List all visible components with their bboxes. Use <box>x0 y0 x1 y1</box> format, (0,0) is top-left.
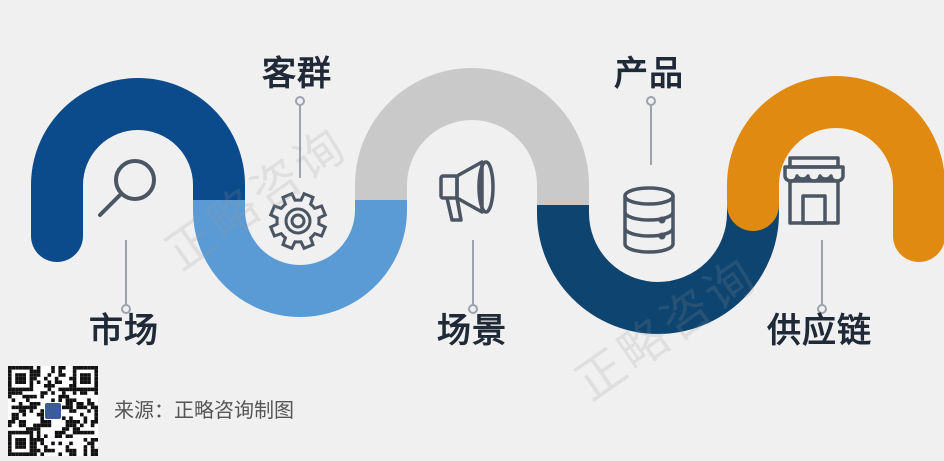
ribbon-product <box>537 205 779 334</box>
store-icon <box>783 156 845 225</box>
connector-market-dot <box>121 304 131 314</box>
connector-pins <box>121 96 827 314</box>
connector-customer-dot <box>295 96 305 106</box>
label-customer: 客群 <box>262 54 332 94</box>
connector-scenario-dot <box>468 304 478 314</box>
connector-supply-dot <box>817 304 827 314</box>
source-caption: 来源：正略咨询制图 <box>114 398 294 422</box>
label-product: 产品 <box>614 54 684 94</box>
magnifier-icon <box>98 159 156 217</box>
ribbon-supply <box>727 76 944 262</box>
megaphone-icon <box>439 160 495 222</box>
gear-icon <box>268 191 328 251</box>
label-market: 市场 <box>89 311 159 351</box>
ribbon-market <box>31 78 245 262</box>
label-supply: 供应链 <box>767 311 872 351</box>
label-scenario: 场景 <box>437 311 507 351</box>
qr-code <box>8 366 98 456</box>
ribbon-scenario <box>355 68 589 205</box>
connector-product-dot <box>646 96 656 106</box>
ribbon-customer <box>193 200 407 317</box>
database-icon <box>623 186 675 254</box>
